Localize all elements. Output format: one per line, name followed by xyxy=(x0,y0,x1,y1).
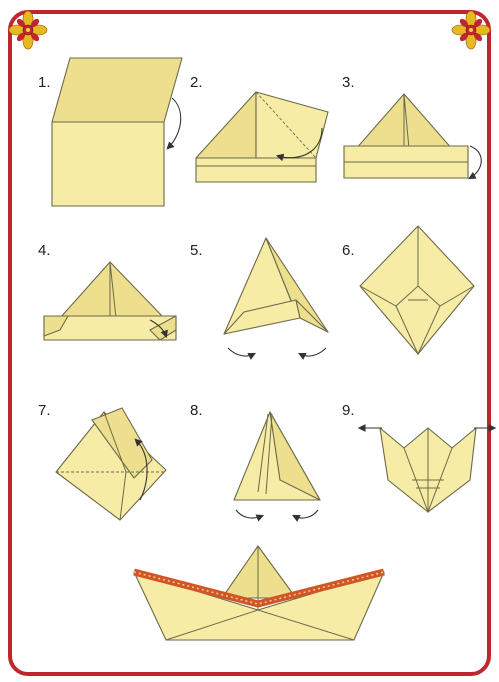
step-4-illustration xyxy=(44,262,176,340)
step-6-illustration xyxy=(360,226,474,354)
step-1-illustration xyxy=(52,58,182,206)
step-9-illustration xyxy=(360,428,494,512)
step-5-illustration xyxy=(224,238,328,356)
step-2-illustration xyxy=(196,92,328,182)
step-7-illustration xyxy=(56,408,166,520)
step-8-illustration xyxy=(234,412,320,518)
step-3-illustration xyxy=(344,94,481,178)
finished-paper-boat xyxy=(134,546,384,640)
